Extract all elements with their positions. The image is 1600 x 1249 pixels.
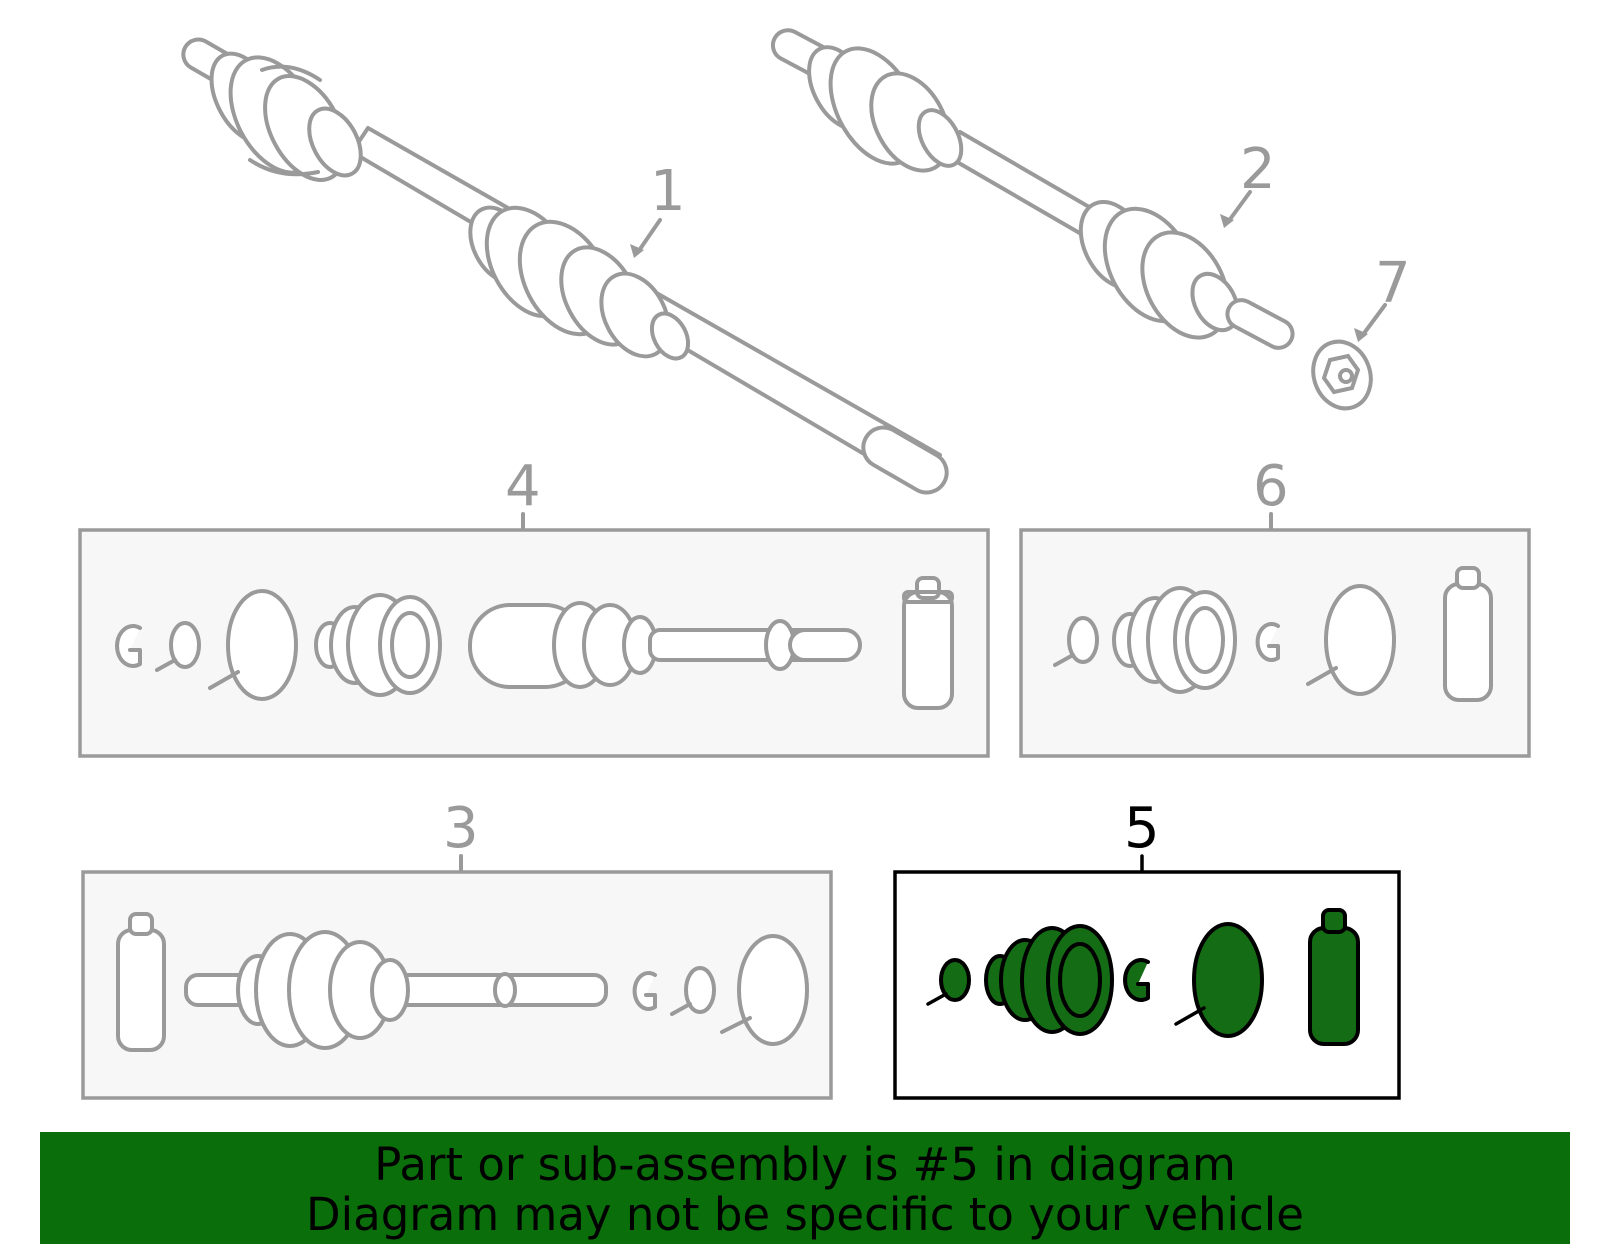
part-2-axle-shaft[interactable] (768, 25, 1298, 353)
callout-4: 4 (505, 454, 541, 519)
callout-6: 6 (1253, 454, 1289, 519)
callout-2: 2 (1240, 137, 1276, 202)
part-7-axle-nut[interactable] (1304, 333, 1380, 416)
info-banner: Part or sub-assembly is #5 in diagram Di… (40, 1132, 1570, 1244)
part-3-kit-box[interactable] (81, 854, 833, 1100)
part-6-kit-box[interactable] (1019, 512, 1531, 758)
callout-5: 5 (1124, 796, 1160, 861)
leader-lines (630, 190, 1387, 342)
callout-7: 7 (1375, 251, 1411, 316)
callout-3: 3 (443, 796, 479, 861)
part-5-kit-box-highlighted[interactable] (893, 854, 1401, 1100)
part-1-axle-shaft[interactable] (178, 34, 954, 500)
callout-1: 1 (650, 159, 686, 224)
part-4-kit-box[interactable] (78, 512, 990, 758)
banner-line-1: Part or sub-assembly is #5 in diagram (374, 1138, 1236, 1191)
clamp-icon (115, 624, 142, 668)
banner-line-2: Diagram may not be specific to your vehi… (306, 1188, 1304, 1241)
